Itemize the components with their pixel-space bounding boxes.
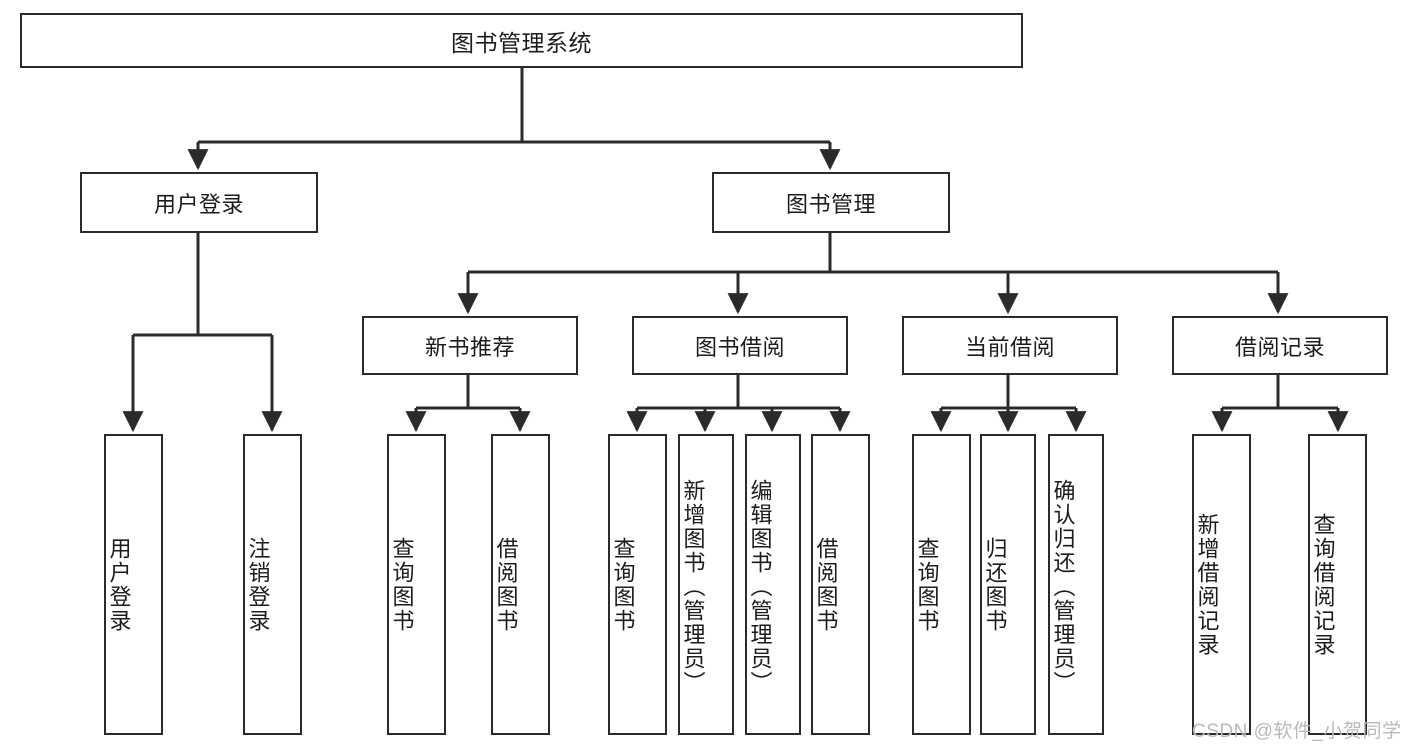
node-label: 借阅图书: [813, 536, 839, 633]
node-label: 编辑图书（管理员）: [747, 478, 773, 695]
leaf-add-record[interactable]: 新增借阅记录: [1192, 434, 1251, 735]
node-label: 用户登录: [153, 191, 244, 217]
node-label: 借阅图书: [493, 536, 519, 633]
node-label: 图书管理系统: [451, 29, 592, 56]
node-label: 查询借阅记录: [1310, 512, 1336, 657]
node-label: 查询图书: [610, 536, 636, 633]
leaf-query-book-1[interactable]: 查询图书: [387, 434, 446, 735]
csdn-watermark: CSDN @软件_小贺同学: [1192, 721, 1402, 742]
node-label: 新书推荐: [424, 334, 515, 360]
leaf-logout-login[interactable]: 注销登录: [243, 434, 302, 735]
node-label: 借阅记录: [1234, 334, 1325, 360]
node-label: 当前借阅: [964, 334, 1055, 360]
node-user-login[interactable]: 用户登录: [80, 172, 318, 233]
node-label: 注销登录: [245, 536, 271, 633]
node-label: 图书管理: [785, 191, 876, 217]
leaf-add-book[interactable]: 新增图书（管理员）: [678, 434, 734, 735]
leaf-confirm-return[interactable]: 确认归还（管理员）: [1048, 434, 1104, 735]
node-label: 用户登录: [106, 536, 132, 633]
leaf-return-book[interactable]: 归还图书: [980, 434, 1036, 735]
leaf-query-book-3[interactable]: 查询图书: [912, 434, 971, 735]
leaf-borrow-book-2[interactable]: 借阅图书: [811, 434, 870, 735]
node-book-borrow[interactable]: 图书借阅: [632, 316, 848, 375]
node-root-book-management-system[interactable]: 图书管理系统: [20, 13, 1023, 68]
leaf-user-login[interactable]: 用户登录: [104, 434, 163, 735]
node-label: 新增图书（管理员）: [680, 478, 706, 695]
node-label: 确认归还（管理员）: [1050, 478, 1076, 695]
leaf-query-book-2[interactable]: 查询图书: [608, 434, 667, 735]
node-label: 查询图书: [914, 536, 940, 633]
node-current-borrow[interactable]: 当前借阅: [902, 316, 1118, 375]
node-label: 归还图书: [982, 536, 1008, 633]
node-label: 新增借阅记录: [1194, 512, 1220, 657]
node-label: 查询图书: [389, 536, 415, 633]
node-new-book-recommend[interactable]: 新书推荐: [362, 316, 578, 375]
node-label: 图书借阅: [694, 334, 785, 360]
leaf-borrow-book-1[interactable]: 借阅图书: [491, 434, 550, 735]
leaf-edit-book[interactable]: 编辑图书（管理员）: [745, 434, 801, 735]
leaf-query-record[interactable]: 查询借阅记录: [1308, 434, 1367, 735]
node-book-management[interactable]: 图书管理: [712, 172, 950, 233]
node-borrow-record[interactable]: 借阅记录: [1172, 316, 1388, 375]
